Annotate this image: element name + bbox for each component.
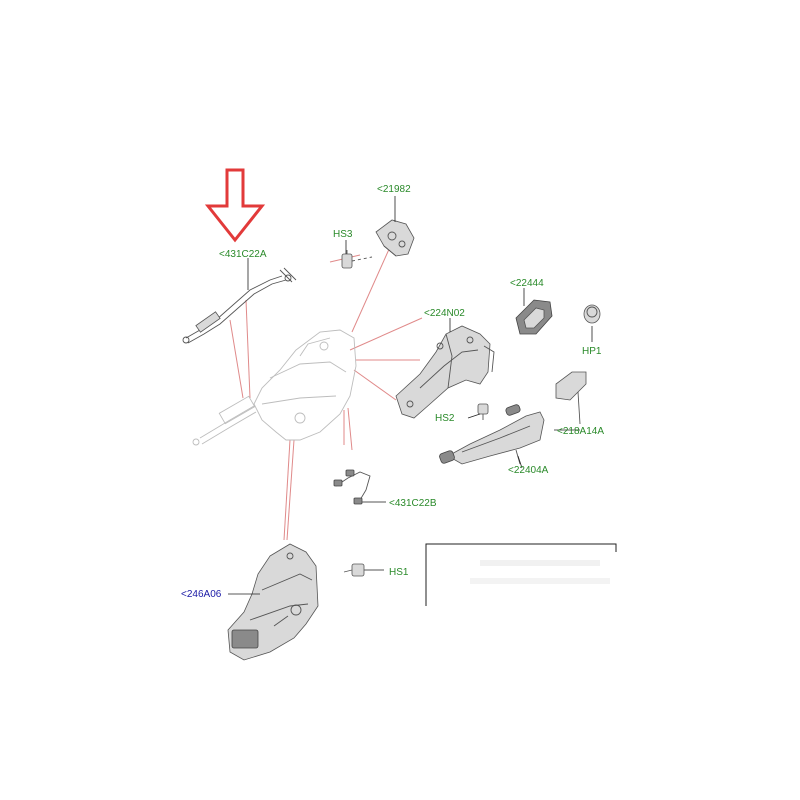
- callout-HP1: HP1: [582, 346, 602, 357]
- callout-218A14A: <218A14A: [557, 426, 604, 437]
- handle-22404A: [439, 404, 545, 465]
- cable-431C22A: [182, 267, 297, 344]
- harness-431C22B: [333, 469, 386, 505]
- bracket-21982: [375, 219, 415, 257]
- frame-224N02: [395, 325, 495, 419]
- inset-box: [425, 543, 617, 606]
- callout-22444: <22444: [510, 278, 544, 289]
- gasket-22444: [515, 299, 553, 335]
- callout-21982: <21982: [377, 184, 411, 195]
- callout-224N02: <224N02: [424, 308, 465, 319]
- callout-246A06: <246A06: [181, 589, 222, 600]
- callout-pointers: [228, 196, 593, 595]
- bolt-HS3: [341, 250, 373, 269]
- handle-carrier: [192, 329, 357, 446]
- callout-HS2: HS2: [435, 413, 455, 424]
- leader-lines: [229, 246, 423, 541]
- bolt-HS1: [343, 563, 384, 577]
- lock-module-246A06: [227, 543, 319, 661]
- callout-HS3: HS3: [333, 229, 353, 240]
- callout-HS1: HS1: [389, 567, 409, 578]
- plug-HP1: [583, 304, 601, 324]
- callout-431C22A: <431C22A: [219, 249, 267, 260]
- cap-218A14A: [555, 371, 587, 425]
- callout-431C22B: <431C22B: [389, 498, 437, 509]
- bolt-HS2: [477, 403, 489, 420]
- down-arrow-icon: [204, 168, 266, 243]
- callout-22404A: <22404A: [508, 465, 549, 476]
